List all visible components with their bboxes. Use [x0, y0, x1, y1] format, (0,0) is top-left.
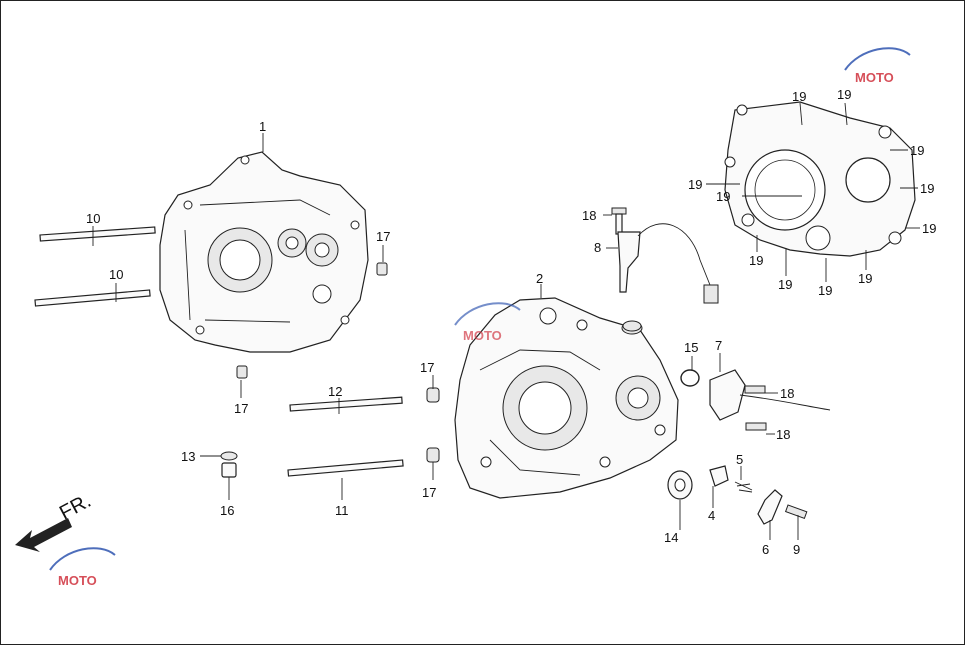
direction-label: FR.: [56, 490, 95, 525]
left-crankcase-part: [159, 151, 369, 353]
front-direction-arrow-icon: [15, 518, 72, 552]
label-part-16: 16: [220, 503, 234, 518]
label-part-9: 9: [793, 542, 800, 557]
leader-lines: [92, 102, 920, 540]
label-part-17-d: 17: [422, 485, 436, 500]
label-part-17-b: 17: [234, 401, 248, 416]
label-part-6: 6: [762, 542, 769, 557]
label-part-19-h: 19: [749, 253, 763, 268]
label-part-18-b: 18: [780, 386, 794, 401]
label-part-19-e: 19: [716, 189, 730, 204]
label-part-14: 14: [664, 530, 678, 545]
label-part-19-b: 19: [837, 87, 851, 102]
label-part-12: 12: [328, 384, 342, 399]
label-part-19-j: 19: [818, 283, 832, 298]
crankcase-gasket-part: [724, 101, 916, 257]
label-part-2: 2: [536, 271, 543, 286]
svg-text:MOTO: MOTO: [58, 573, 97, 588]
svg-text:MOTO: MOTO: [463, 328, 502, 343]
watermark-logo-center: MOTO: [454, 302, 521, 343]
label-part-19-a: 19: [792, 89, 806, 104]
label-part-8: 8: [594, 240, 601, 255]
part-labels: 1 2 4 5 6 7 8 9 10 10 11 12 13 14 15 16 …: [86, 87, 936, 557]
label-part-10-lower: 10: [109, 267, 123, 282]
label-part-5: 5: [736, 452, 743, 467]
stud-bolts: [34, 226, 404, 477]
label-part-18-a: 18: [582, 208, 596, 223]
label-part-15: 15: [684, 340, 698, 355]
label-part-19-k: 19: [858, 271, 872, 286]
label-part-19-c: 19: [910, 143, 924, 158]
dowel-pins: [236, 262, 440, 463]
label-part-17-a: 17: [376, 229, 390, 244]
label-part-19-d: 19: [688, 177, 702, 192]
label-part-7: 7: [715, 338, 722, 353]
label-part-19-g: 19: [922, 221, 936, 236]
label-part-11: 11: [335, 503, 349, 518]
right-crankcase-part: [454, 297, 679, 499]
watermark-logo-bottom: MOTO: [49, 547, 116, 588]
label-part-1: 1: [259, 119, 266, 134]
label-part-17-c: 17: [420, 360, 434, 375]
svg-text:MOTO: MOTO: [855, 70, 894, 85]
label-part-18-c: 18: [776, 427, 790, 442]
label-part-13: 13: [181, 449, 195, 464]
label-part-19-i: 19: [778, 277, 792, 292]
watermark-logo-top: MOTO: [844, 47, 911, 85]
label-part-4: 4: [708, 508, 715, 523]
label-part-19-f: 19: [920, 181, 934, 196]
small-parts: [220, 207, 831, 525]
label-part-10-upper: 10: [86, 211, 100, 226]
